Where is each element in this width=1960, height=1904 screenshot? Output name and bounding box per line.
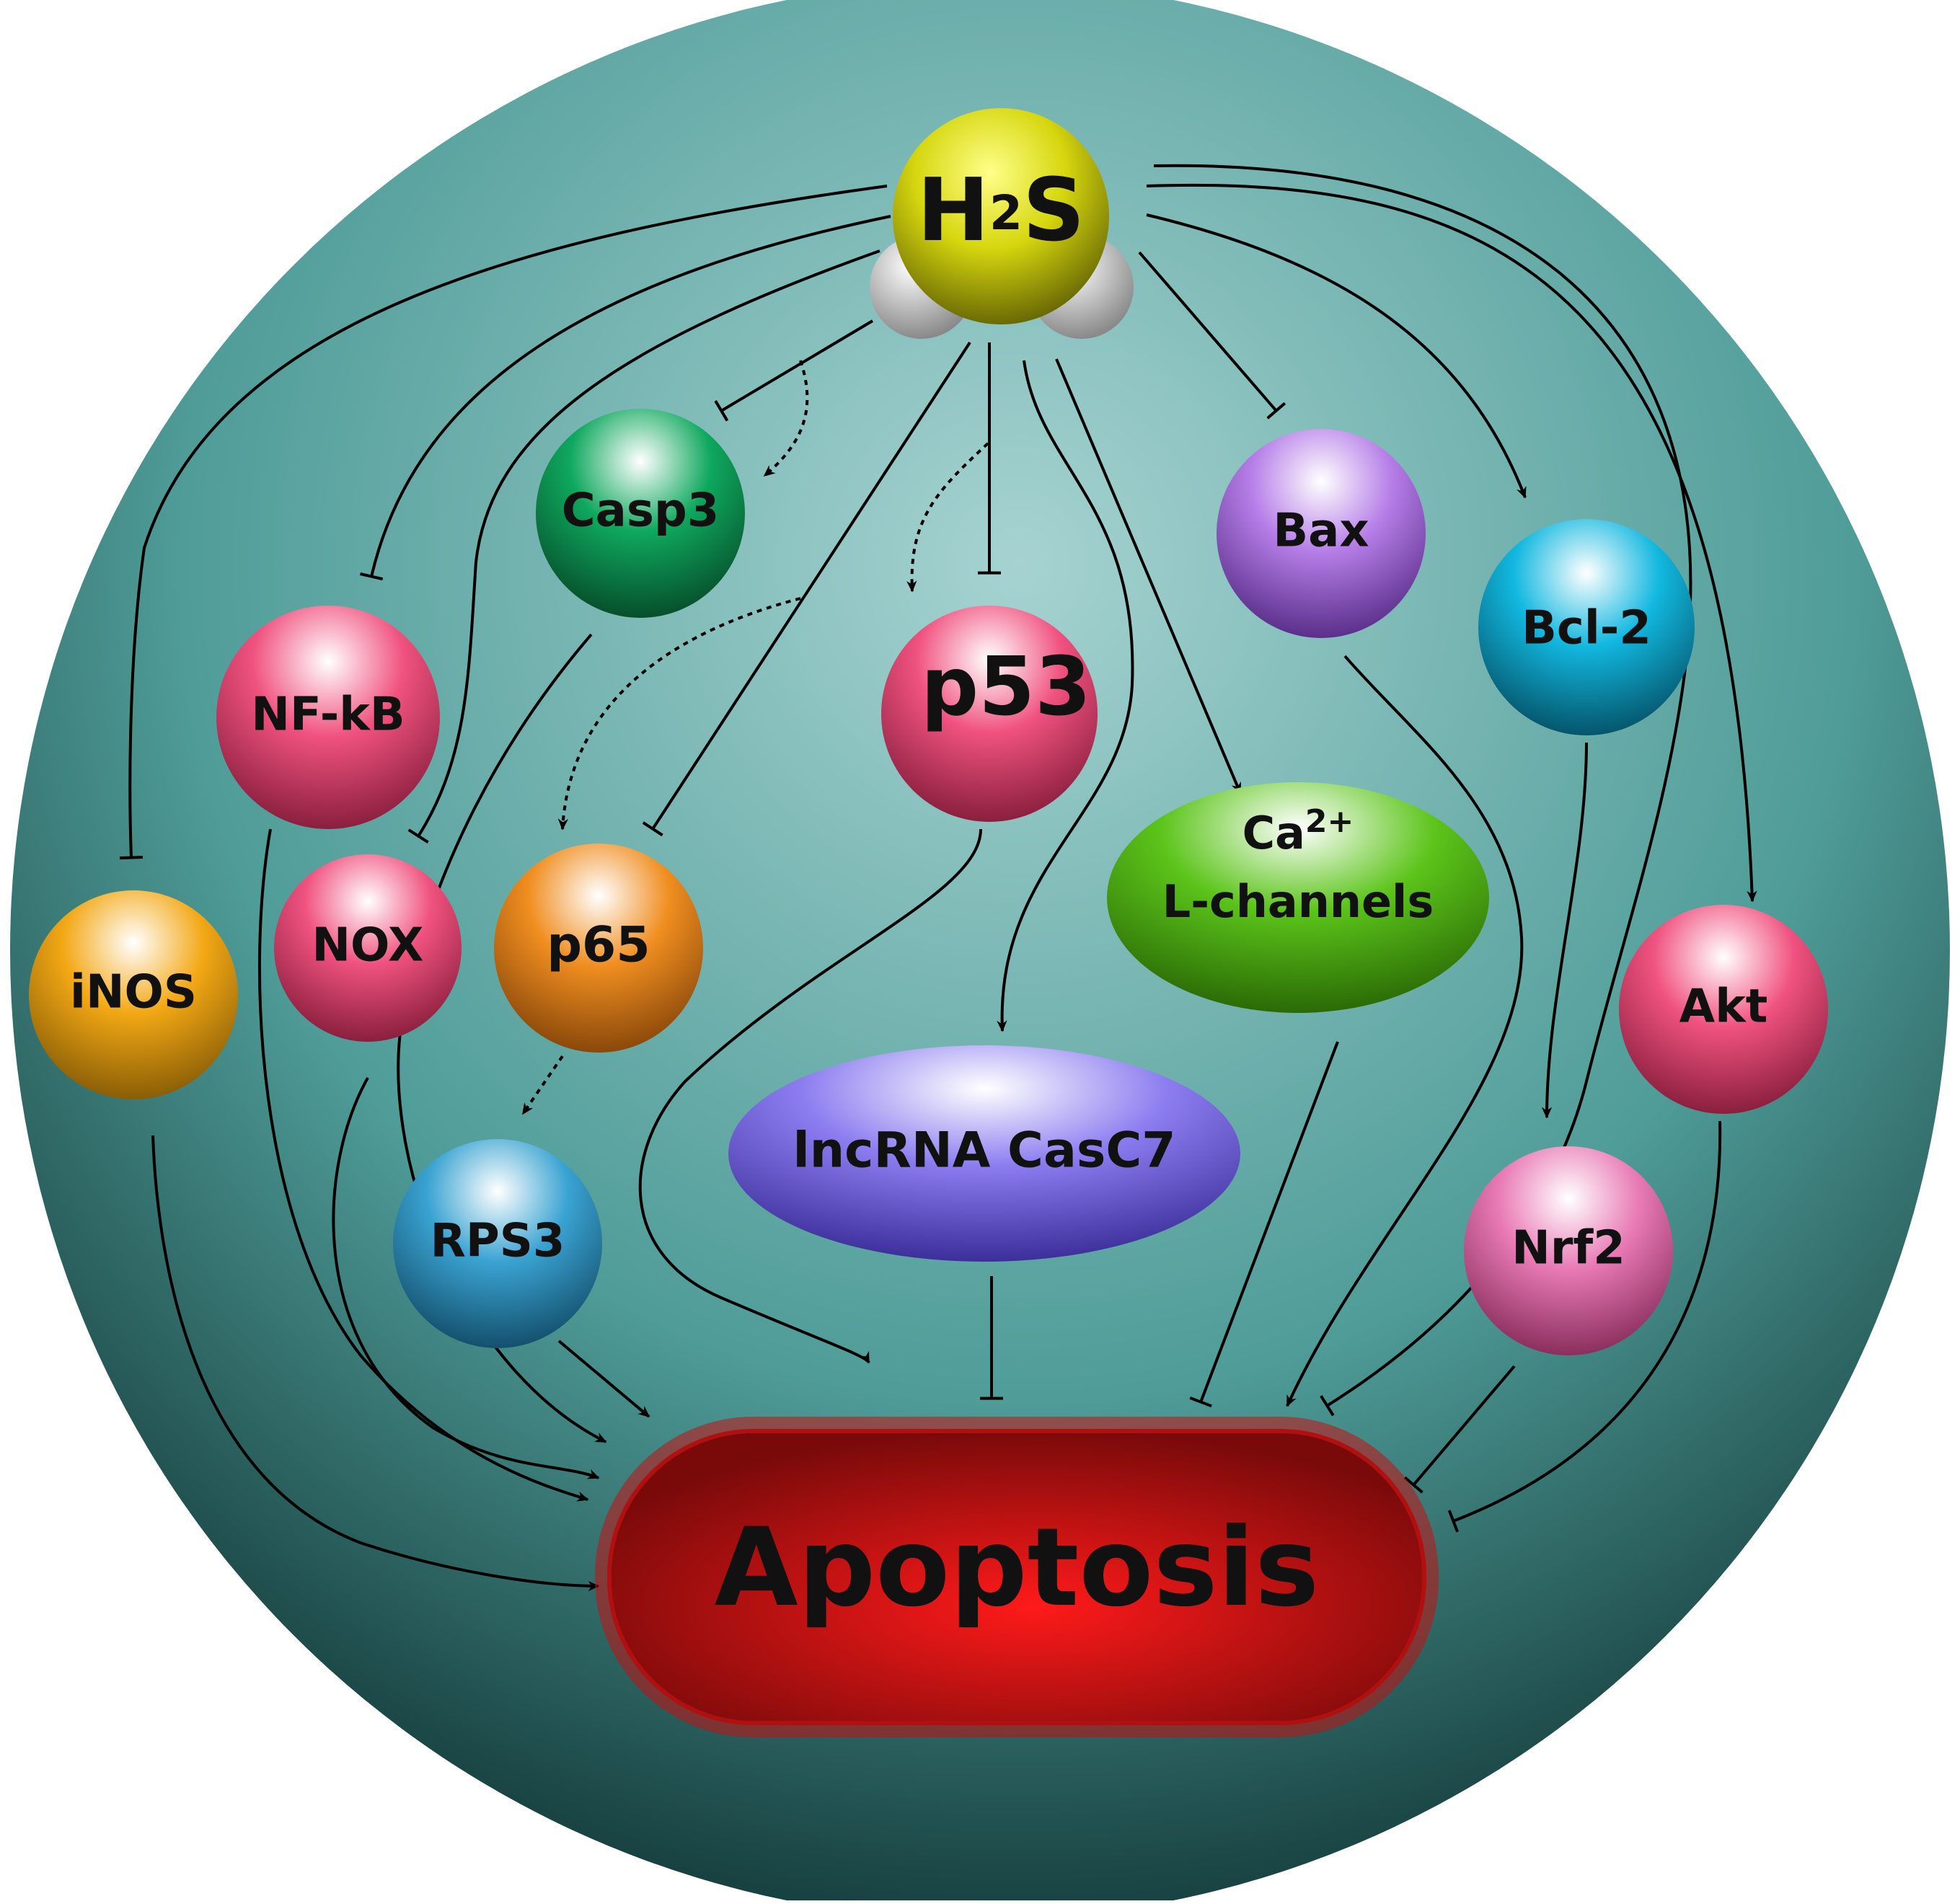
edge-h2s-to-inos <box>119 185 888 860</box>
node-ca-label-sup: 2+ <box>1305 803 1354 840</box>
edge-h2s-to-lncrna <box>997 360 1134 1032</box>
node-nrf2: Nrf2 <box>1464 1146 1673 1355</box>
h2s-label: H2S <box>917 161 1085 261</box>
edge-h2s-to-akt <box>1146 183 1757 903</box>
node-nox: NOX <box>274 854 462 1042</box>
edge-h2s-to-ca <box>1055 358 1242 794</box>
node-p65: p65 <box>494 843 703 1053</box>
node-nrf2-label: Nrf2 <box>1511 1222 1625 1275</box>
edge-h2s-to-casp3-indirect <box>763 360 809 477</box>
cell-background <box>10 0 1950 1904</box>
edge-p65-to-rps3 <box>521 1055 564 1115</box>
node-akt-label: Akt <box>1679 980 1768 1034</box>
h2s-label-s: S <box>1023 161 1085 261</box>
edges <box>119 164 1757 1592</box>
node-bcl2-label: Bcl-2 <box>1522 602 1651 655</box>
edge-akt-to-apoptosis <box>1447 1120 1722 1533</box>
edge-h2s-to-casp3 <box>714 319 874 422</box>
node-lncrna-label: lncRNA CasC7 <box>793 1123 1175 1179</box>
node-p53-label: p53 <box>921 640 1091 734</box>
node-nfkb: NF-kB <box>216 606 440 829</box>
edge-bax-to-apoptosis <box>1286 655 1524 1407</box>
h2s-label-h: H <box>917 161 989 261</box>
node-p53: p53 <box>881 606 1098 822</box>
node-rps3: RPS3 <box>393 1139 602 1348</box>
node-rps3-label: RPS3 <box>431 1215 565 1268</box>
node-casp3: Casp3 <box>536 409 745 618</box>
node-lncrna: lncRNA CasC7 <box>728 1045 1240 1262</box>
edge-bcl2-to-nrf2 <box>1541 742 1588 1119</box>
node-nfkb-label: NF-kB <box>251 688 405 742</box>
node-akt: Akt <box>1619 905 1828 1114</box>
edge-h2s-to-nox <box>407 249 880 843</box>
edge-nfkb-to-apoptosis <box>257 828 589 1502</box>
edge-h2s-to-p53-indirect <box>906 442 989 593</box>
edge-inos-to-apoptosis <box>151 1135 600 1592</box>
node-ca-label-line2: L-channels <box>1162 875 1434 928</box>
h2s-label-sub: 2 <box>989 185 1023 241</box>
edge-rps3-to-apoptosis <box>557 1340 650 1418</box>
edge-h2s-to-bax <box>1138 251 1286 420</box>
node-casp3-label: Casp3 <box>562 484 720 538</box>
node-nox-label: NOX <box>312 919 423 973</box>
node-apoptosis: Apoptosis <box>595 1417 1439 1737</box>
node-ca-channels: Ca2+ L-channels <box>1107 782 1489 1013</box>
node-inos: iNOS <box>29 890 238 1099</box>
edge-ca-to-apoptosis <box>1189 1041 1339 1408</box>
edge-nrf2-to-apoptosis <box>1403 1365 1516 1494</box>
edge-h2s-to-nfkb <box>360 215 891 581</box>
node-ca-label-main: Ca <box>1242 807 1305 859</box>
node-ca-label: Ca2+ <box>1242 803 1354 859</box>
edge-h2s-to-p65 <box>642 341 971 837</box>
apoptosis-label: Apoptosis <box>715 1505 1320 1631</box>
node-bax-label: Bax <box>1273 505 1369 558</box>
sulfur-atom <box>893 108 1109 324</box>
edge-p53-to-apoptosis <box>638 828 982 1364</box>
node-p65-label: p65 <box>547 917 650 974</box>
node-bcl2: Bcl-2 <box>1478 519 1695 735</box>
edge-h2s-to-bcl2 <box>1146 213 1527 499</box>
node-h2s: H2S <box>870 108 1134 339</box>
edge-nox-to-apoptosis <box>332 1077 600 1479</box>
node-inos-label: iNOS <box>70 966 197 1019</box>
node-bax: Bax <box>1217 429 1426 638</box>
